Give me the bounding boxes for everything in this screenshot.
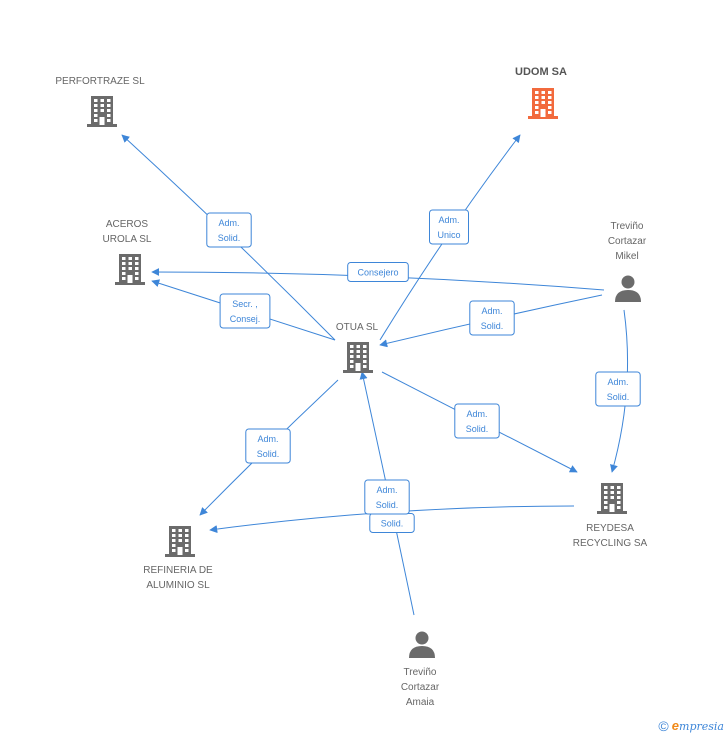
node-label: Mikel: [615, 251, 638, 262]
relationship-label-text: Adm.: [257, 434, 278, 444]
node-aceros[interactable]: ACEROS UROLA SL: [103, 219, 152, 285]
relationship-label-box[interactable]: [429, 209, 469, 245]
node-label: Treviño: [404, 667, 437, 678]
node-label: REFINERIA DE: [143, 565, 213, 576]
relationship-label-text: Adm.: [438, 215, 459, 225]
relationship-label-text: Adm.: [466, 409, 487, 419]
company-building-icon[interactable]: [343, 342, 373, 373]
node-reydesa[interactable]: REYDESA RECYCLING SA: [573, 483, 648, 549]
person-icon[interactable]: [615, 275, 641, 303]
relationship-label-text: Solid.: [607, 392, 630, 402]
relationship-label-text: Unico: [437, 230, 460, 240]
relationship-label-text: Adm.: [607, 377, 628, 387]
node-perfortraze[interactable]: PERFORTRAZE SL: [55, 76, 145, 127]
relationship-label-text: Solid.: [376, 500, 399, 510]
relationship-label[interactable]: Secr. , Consej.: [219, 293, 271, 329]
relationship-label-box[interactable]: [454, 403, 500, 439]
relationship-label-box[interactable]: [469, 300, 515, 336]
node-label: Cortazar: [401, 682, 440, 693]
company-building-icon[interactable]: [115, 254, 145, 285]
node-label: OTUA SL: [336, 322, 379, 333]
relationship-label-text: Consejero: [357, 268, 398, 278]
relationship-label-text: Solid.: [257, 449, 280, 459]
brand-logo-initial: e: [671, 718, 680, 733]
relationship-label-text: Solid.: [218, 233, 241, 243]
relationship-label-box[interactable]: [219, 293, 271, 329]
node-otua[interactable]: OTUA SL: [336, 322, 379, 373]
relationship-label-text: Secr. ,: [232, 299, 258, 309]
brand-logo-text: mpresia: [679, 720, 724, 733]
relationship-label-text: Consej.: [230, 314, 261, 324]
relationship-label-text: Solid.: [466, 424, 489, 434]
relationship-label-box[interactable]: [206, 212, 252, 248]
relationship-label-box[interactable]: [595, 371, 641, 407]
relationship-label-text: Adm.: [481, 306, 502, 316]
node-refineria[interactable]: REFINERIA DE ALUMINIO SL: [143, 526, 213, 591]
node-label: ALUMINIO SL: [146, 580, 210, 591]
relationship-label[interactable]: Adm. Unico: [429, 209, 469, 245]
relationship-label-text: Adm.: [218, 218, 239, 228]
node-udom[interactable]: UDOM SA: [515, 66, 567, 119]
company-building-icon[interactable]: [528, 88, 558, 119]
relationship-label[interactable]: Adm. Solid.: [595, 371, 641, 407]
relationship-label[interactable]: Adm. Solid.: [469, 300, 515, 336]
relationship-label-text: Adm.: [376, 485, 397, 495]
relationship-label[interactable]: Consejero: [347, 262, 409, 282]
company-building-icon[interactable]: [165, 526, 195, 557]
node-label: UDOM SA: [515, 66, 567, 78]
person-icon[interactable]: [409, 631, 435, 659]
relationship-label-box[interactable]: [245, 428, 291, 464]
relationship-label-box[interactable]: [364, 479, 410, 515]
company-building-icon[interactable]: [597, 483, 627, 514]
relationship-label[interactable]: Adm. Solid.: [364, 479, 410, 515]
node-label: RECYCLING SA: [573, 538, 648, 549]
node-label: Cortazar: [608, 236, 647, 247]
node-label: REYDESA: [586, 523, 634, 534]
node-label: ACEROS: [106, 219, 149, 230]
relationship-label[interactable]: Adm. Solid.: [206, 212, 252, 248]
node-label: UROLA SL: [103, 234, 152, 245]
copyright-symbol: ©: [658, 718, 669, 734]
company-building-icon[interactable]: [87, 96, 117, 127]
relationship-label[interactable]: Solid.: [369, 513, 415, 533]
relationship-label-text: Solid.: [481, 321, 504, 331]
relationship-label-text: Solid.: [381, 519, 404, 529]
node-label: Amaia: [406, 697, 435, 708]
relationship-label-box[interactable]: [347, 262, 409, 282]
relationship-label[interactable]: Adm. Solid.: [245, 428, 291, 464]
node-label: Treviño: [611, 221, 644, 232]
footer-brand[interactable]: © empresia: [658, 718, 724, 734]
relationship-label[interactable]: Adm. Solid.: [454, 403, 500, 439]
node-label: PERFORTRAZE SL: [55, 76, 145, 87]
